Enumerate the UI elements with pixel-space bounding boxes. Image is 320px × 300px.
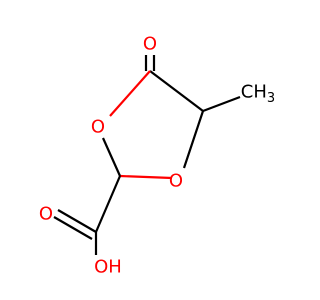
bond-c2-o3: [101, 137, 122, 177]
atom-hydroxyl: OH: [94, 257, 122, 278]
bond-c5-o1: [182, 110, 205, 169]
bond-carboxyl-o-double-b: [53, 216, 93, 240]
bond-carboxyl-o-double-a: [57, 209, 97, 233]
structure-canvas: O O O O OH CH3: [38, 33, 276, 278]
atom-ring-oxygen-right: O: [169, 171, 183, 192]
molecule-structure: O O O O OH CH3: [39, 34, 275, 278]
atom-ring-oxygen-left: O: [91, 117, 105, 138]
atom-methyl: CH3: [241, 82, 275, 106]
bond-c5-methyl: [202, 95, 241, 113]
bond-c4-c5: [149, 70, 204, 112]
bond-o1-c2: [119, 174, 173, 180]
bond-c2-carboxyl: [94, 175, 122, 233]
atom-acid-carbonyl-oxygen: O: [39, 204, 53, 225]
atom-carbonyl-oxygen: O: [143, 34, 157, 55]
bond-o3-c4: [109, 70, 151, 117]
